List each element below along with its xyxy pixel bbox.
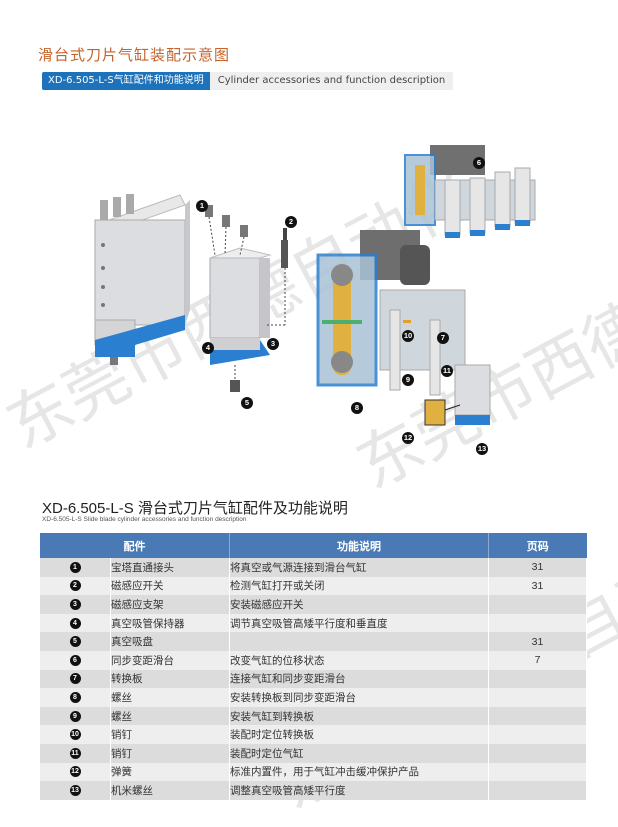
part-function: 将真空或气源连接到滑台气缸 — [229, 558, 489, 577]
part-function: 检测气缸打开或关闭 — [229, 576, 489, 596]
number-badge: 2 — [69, 580, 81, 592]
sync-slide-top — [404, 145, 536, 238]
page-ref — [488, 725, 587, 744]
table-row: 10 销钉 装配时定位转换板 — [40, 725, 587, 744]
part-function: 安装转换板到同步变距滑台 — [229, 688, 489, 707]
table-row: 11 销钉 装配时定位气缸 — [40, 743, 587, 763]
number-badge: 13 — [69, 784, 81, 796]
page-ref: 31 — [488, 558, 587, 577]
table-row: 13 机米螺丝 调整真空吸管高矮平行度 — [40, 781, 587, 800]
part-name: 机米螺丝 — [110, 781, 230, 800]
table-header-row: 配件 功能说明 页码 — [40, 533, 587, 558]
part-name: 磁感应支架 — [110, 595, 230, 614]
model-tag-bar: XD-6.505-L-S气缸配件和功能说明 Cylinder accessori… — [42, 72, 454, 90]
column-header-function: 功能说明 — [229, 533, 489, 558]
part-function: 连接气缸和同步变距滑台 — [229, 669, 489, 689]
table-row: 12 弹簧 标准内置件，用于气缸冲击缓冲保护产品 — [40, 762, 587, 782]
callout-7: 7 — [437, 332, 449, 344]
exploded-cylinder — [205, 205, 288, 392]
page-title: 滑台式刀片气缸装配示意图 — [38, 46, 231, 64]
assembly-illustration: 1 2 3 4 5 6 7 8 9 10 11 12 13 — [0, 100, 618, 470]
section-title: XD-6.505-L-S 滑台式刀片气缸配件及功能说明 — [42, 500, 348, 517]
part-function: 安装气缸到转换板 — [229, 706, 489, 726]
callout-8: 8 — [351, 402, 363, 414]
part-function: 改变气缸的位移状态 — [229, 650, 489, 670]
part-name: 销钉 — [110, 725, 230, 744]
table-row: 2 磁感应开关 检测气缸打开或关闭 31 — [40, 576, 587, 596]
table-row: 1 宝塔直通接头 将真空或气源连接到滑台气缸 31 — [40, 558, 587, 577]
number-badge: 1 — [69, 561, 81, 573]
callout-13: 13 — [476, 443, 488, 455]
callout-3: 3 — [267, 338, 279, 350]
part-function: 标准内置件，用于气缸冲击缓冲保护产品 — [229, 762, 489, 782]
number-badge: 3 — [69, 598, 81, 610]
table-row: 7 转换板 连接气缸和同步变距滑台 — [40, 669, 587, 689]
callout-12: 12 — [402, 432, 414, 444]
accessories-table: 配件 功能说明 页码 1 宝塔直通接头 将真空或气源连接到滑台气缸 31 2 磁… — [40, 533, 587, 800]
part-function: 装配时定位转换板 — [229, 725, 489, 744]
part-function: 安装磁感应开关 — [229, 595, 489, 614]
part-function — [229, 632, 489, 651]
page-ref — [488, 613, 587, 633]
part-name: 弹簧 — [110, 762, 230, 782]
page-ref — [488, 669, 587, 689]
column-header-part: 配件 — [40, 533, 230, 558]
page-ref — [488, 706, 587, 726]
part-name: 螺丝 — [110, 706, 230, 726]
part-function: 装配时定位气缸 — [229, 743, 489, 763]
number-badge: 12 — [69, 766, 81, 778]
number-badge: 10 — [69, 729, 81, 741]
part-name: 转换板 — [110, 669, 230, 689]
table-row: 6 同步变距滑台 改变气缸的位移状态 7 — [40, 650, 587, 670]
part-name: 同步变距滑台 — [110, 650, 230, 670]
number-badge: 8 — [69, 691, 81, 703]
callout-6: 6 — [473, 157, 485, 169]
part-name: 宝塔直通接头 — [110, 558, 230, 577]
part-name: 销钉 — [110, 743, 230, 763]
number-badge: 5 — [69, 636, 81, 648]
english-tag: Cylinder accessories and function descri… — [209, 72, 454, 90]
number-badge: 6 — [69, 654, 81, 666]
page-ref — [488, 781, 587, 800]
page-ref — [488, 688, 587, 707]
page-ref — [488, 762, 587, 782]
table-row: 5 真空吸盘 31 — [40, 632, 587, 651]
callout-1: 1 — [196, 200, 208, 212]
callout-2: 2 — [285, 216, 297, 228]
callout-5: 5 — [241, 397, 253, 409]
part-function: 调整真空吸管高矮平行度 — [229, 781, 489, 800]
section-subtitle: XD-6.505-L-S Slide blade cylinder access… — [42, 516, 247, 523]
part-function: 调节真空吸管高矮平行度和垂直度 — [229, 613, 489, 633]
table-row: 4 真空吸管保持器 调节真空吸管高矮平行度和垂直度 — [40, 613, 587, 633]
table-row: 9 螺丝 安装气缸到转换板 — [40, 706, 587, 726]
assembled-cylinder — [94, 194, 190, 365]
part-name: 真空吸盘 — [110, 632, 230, 651]
model-tag: XD-6.505-L-S气缸配件和功能说明 — [42, 72, 210, 90]
column-header-page: 页码 — [488, 533, 587, 558]
sync-slide-main — [316, 230, 491, 426]
part-name: 真空吸管保持器 — [110, 613, 230, 633]
page-ref — [488, 595, 587, 614]
number-badge: 4 — [69, 617, 81, 629]
number-badge: 11 — [69, 747, 81, 759]
part-name: 磁感应开关 — [110, 576, 230, 596]
table-row: 8 螺丝 安装转换板到同步变距滑台 — [40, 688, 587, 707]
number-badge: 9 — [69, 710, 81, 722]
exploded-view-drawing — [94, 145, 536, 426]
page-ref: 31 — [488, 632, 587, 651]
callout-10: 10 — [402, 330, 414, 342]
table-row: 3 磁感应支架 安装磁感应开关 — [40, 595, 587, 614]
number-badge: 7 — [69, 673, 81, 685]
page-ref — [488, 743, 587, 763]
callout-4: 4 — [202, 342, 214, 354]
part-name: 螺丝 — [110, 688, 230, 707]
page-ref: 7 — [488, 650, 587, 670]
page-ref: 31 — [488, 576, 587, 596]
callout-9: 9 — [402, 374, 414, 386]
callout-11: 11 — [441, 365, 453, 377]
